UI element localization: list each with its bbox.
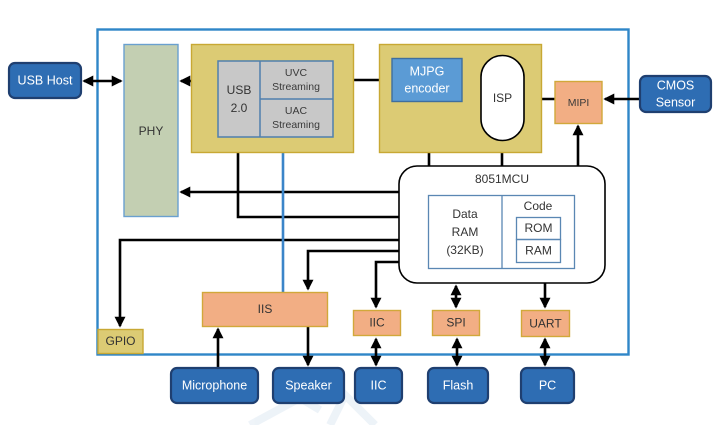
- microphone-label: Microphone: [182, 378, 247, 392]
- code-ram-box: [515, 238, 562, 264]
- iis-label: IIS: [258, 302, 273, 316]
- cmos-sensor-block: CMOS Sensor: [638, 74, 713, 114]
- microphone-block: Microphone: [169, 366, 260, 405]
- cmos-label-line1: CMOS: [657, 78, 695, 92]
- gpio-label: GPIO: [105, 334, 135, 348]
- rom-label: ROM: [525, 221, 553, 235]
- data-ram-label-line1: Data: [452, 207, 478, 221]
- cmos-label-line2: Sensor: [656, 95, 696, 109]
- pc-label: PC: [539, 378, 556, 392]
- uart-label: UART: [529, 317, 562, 331]
- iic-label: IIC: [369, 316, 385, 330]
- usb-subsystem: USB 2.0 UVC Streaming UAC Streaming: [190, 43, 355, 154]
- uac-label-line2: Streaming: [272, 119, 320, 131]
- uart-block: UART: [520, 309, 571, 338]
- mjpg-label-line1: MJPG: [410, 64, 445, 78]
- uac-label-line1: UAC: [285, 105, 308, 117]
- iic-device-block: IIC: [353, 366, 404, 405]
- iic-block: IIC: [352, 309, 402, 337]
- pc-block: PC: [519, 366, 576, 405]
- mipi-label: MIPI: [568, 97, 590, 109]
- wire-mcu-iis: [302, 249, 399, 291]
- uvc-label-line1: UVC: [285, 67, 308, 79]
- flash-label: Flash: [443, 378, 474, 392]
- phy-label: PHY: [139, 124, 164, 138]
- isp-label: ISP: [493, 91, 512, 105]
- data-ram-label-line2: RAM: [452, 225, 479, 239]
- speaker-label: Speaker: [285, 378, 332, 392]
- isp-block: ISP: [480, 54, 525, 142]
- speaker-block: Speaker: [271, 366, 346, 405]
- mcu-block: 8051MCU Data RAM (32KB) Code ROM RAM: [398, 165, 606, 284]
- usb-label-line2: 2.0: [231, 101, 248, 115]
- mjpg-encoder-block: MJPG encoder: [391, 57, 463, 103]
- iis-block: IIS: [201, 291, 329, 328]
- wire-mcu-iic: [370, 260, 399, 309]
- data-ram-label-line3: (32KB): [446, 243, 483, 257]
- code-ram-label: RAM: [525, 244, 552, 258]
- wire-mcu-usb: [232, 138, 399, 219]
- iic-device-label: IIC: [371, 378, 387, 392]
- gpio-block: GPIO: [97, 328, 144, 355]
- spi-label: SPI: [446, 316, 465, 330]
- mcu-title: 8051MCU: [475, 172, 529, 186]
- mjpg-label-line2: encoder: [404, 81, 449, 95]
- image-subsystem: MJPG encoder ISP: [378, 43, 543, 154]
- usb-host-label: USB Host: [18, 73, 73, 87]
- usb-host-block: USB Host: [7, 61, 83, 100]
- chip-frame: [96, 28, 630, 356]
- mipi-block: MIPI: [554, 80, 603, 125]
- uvc-label-line2: Streaming: [272, 81, 320, 93]
- spi-block: SPI: [431, 309, 481, 337]
- flash-block: Flash: [426, 366, 490, 405]
- usb-label-line1: USB: [227, 83, 252, 97]
- phy-block: PHY: [123, 43, 179, 218]
- code-label: Code: [524, 199, 553, 213]
- wire-mcu-gpio: [114, 238, 399, 328]
